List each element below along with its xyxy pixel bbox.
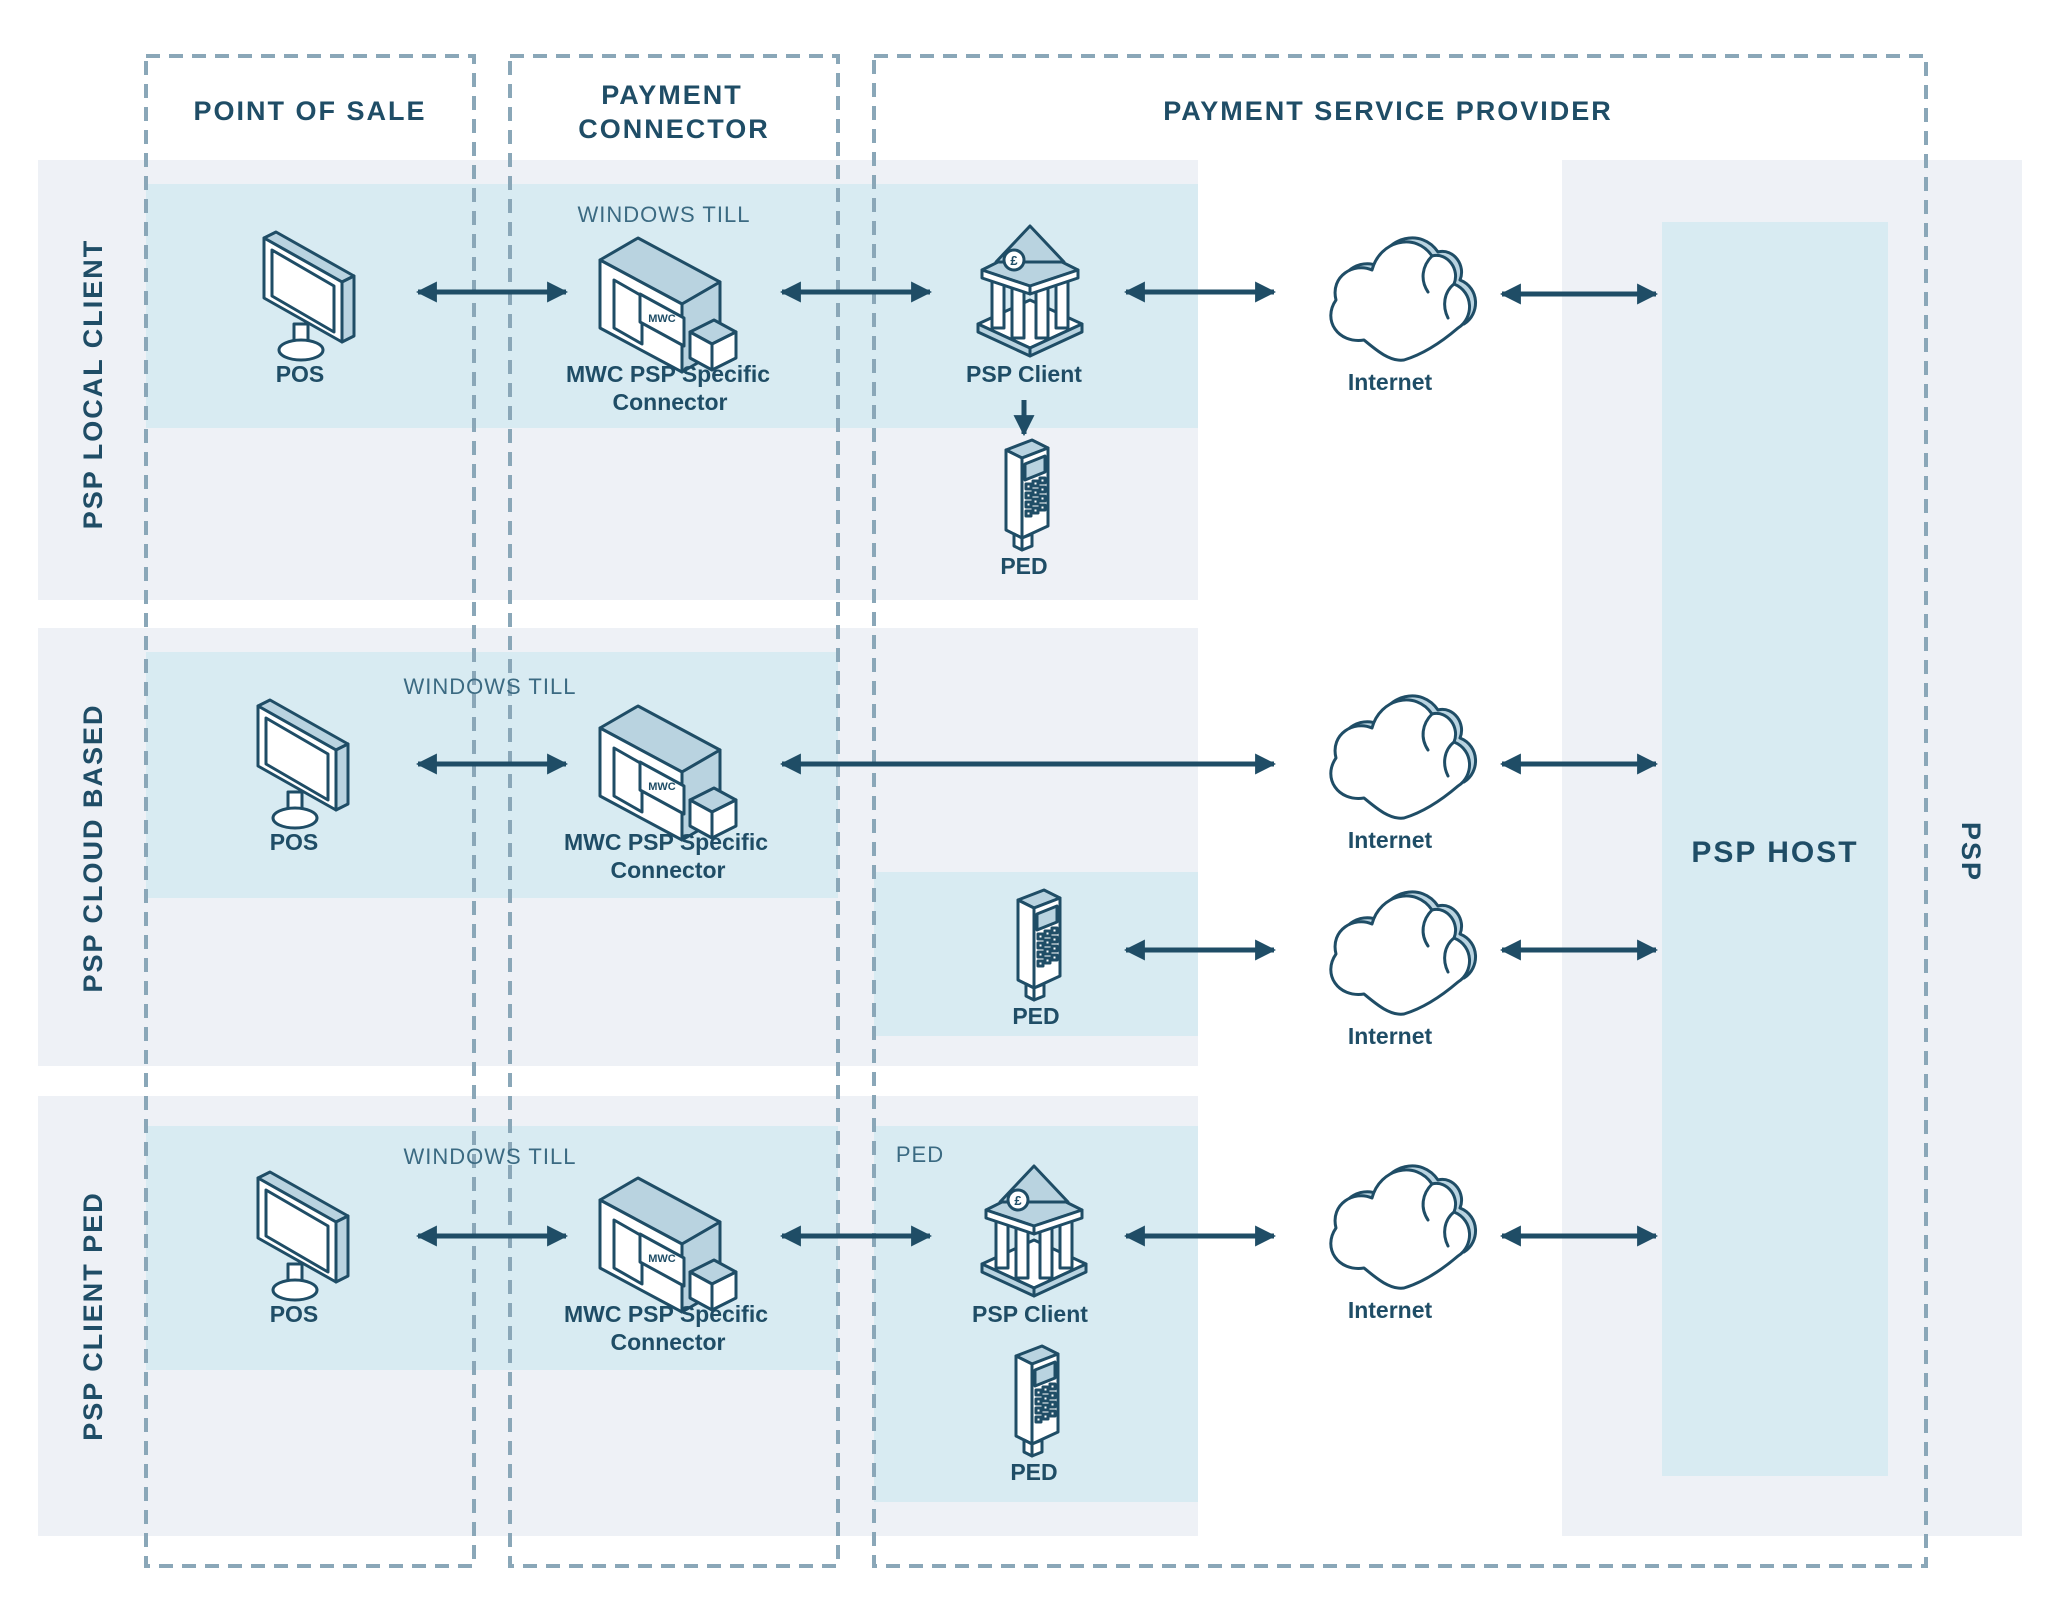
psp-host-box — [1662, 222, 1888, 1476]
column-header-connector-line1: PAYMENT — [601, 80, 743, 110]
column-header-pos: POINT OF SALE — [193, 96, 426, 126]
cloud-icon — [1329, 1164, 1478, 1290]
windows-till-caption-cloud: WINDOWS TILL — [404, 674, 577, 699]
highlight-clientped-till — [146, 1126, 838, 1370]
psp-host-label: PSP HOST — [1691, 836, 1858, 869]
connector-label-line1: MWC PSP Specific — [564, 829, 768, 855]
column-border-connector — [508, 54, 840, 1568]
cloud-icon — [1329, 236, 1478, 362]
internet-label: Internet — [1348, 827, 1433, 853]
side-label-psp: PSP — [1956, 822, 1986, 882]
mwc-badge-text: MWC — [648, 1253, 676, 1265]
ped-label: PED — [1010, 1459, 1057, 1485]
connector-label-line2: Connector — [613, 389, 728, 415]
windows-till-caption-clientped: WINDOWS TILL — [404, 1144, 577, 1169]
mwc-badge-text: MWC — [648, 313, 676, 325]
windows-till-caption-local: WINDOWS TILL — [578, 202, 751, 227]
psp-client-label: PSP Client — [972, 1301, 1088, 1327]
column-border-pos — [144, 54, 476, 1568]
connector-label-line2: Connector — [611, 857, 726, 883]
connector-label-line1: MWC PSP Specific — [564, 1301, 768, 1327]
mwc-badge-text: MWC — [648, 781, 676, 793]
row-header-local: PSP LOCAL CLIENT — [78, 239, 108, 530]
psp-client-label: PSP Client — [966, 361, 1082, 387]
pos-label: POS — [270, 829, 319, 855]
column-border-psp — [872, 54, 1928, 1568]
internet-label: Internet — [1348, 1023, 1433, 1049]
internet-label: Internet — [1348, 369, 1433, 395]
ped-label: PED — [1000, 553, 1047, 579]
row-header-clientped: PSP CLIENT PED — [78, 1191, 108, 1441]
ped-label: PED — [1012, 1003, 1059, 1029]
highlight-cloud-till — [146, 652, 838, 898]
ped-group-caption: PED — [896, 1142, 944, 1167]
column-header-psp: PAYMENT SERVICE PROVIDER — [1163, 96, 1613, 126]
cloud-icon — [1329, 890, 1478, 1016]
connector-label-line2: Connector — [611, 1329, 726, 1355]
row-header-cloud: PSP CLOUD BASED — [78, 703, 108, 992]
column-header-connector-line2: CONNECTOR — [578, 114, 770, 144]
connector-label-line1: MWC PSP Specific — [566, 361, 770, 387]
pos-label: POS — [276, 361, 325, 387]
cloud-icon — [1329, 694, 1478, 820]
pos-label: POS — [270, 1301, 319, 1327]
internet-label: Internet — [1348, 1297, 1433, 1323]
